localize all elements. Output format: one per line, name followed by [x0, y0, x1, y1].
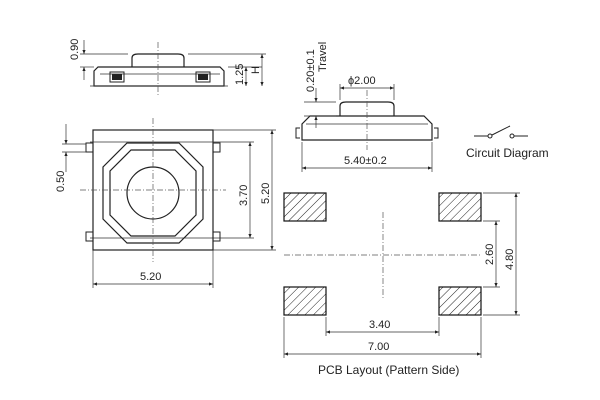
circuit-diagram: Circuit Diagram [466, 125, 549, 160]
pcb-pad [283, 192, 327, 222]
dim-body-height: 1.25 [234, 64, 246, 85]
dim-terminal: 0.50 [55, 171, 67, 192]
pcb-pad [438, 286, 482, 316]
dim-inner: 3.70 [238, 185, 250, 206]
dim-cap-height: 0.90 [69, 39, 81, 60]
dim-body-h: 5.20 [260, 183, 272, 204]
front-view: 0.20±0.1 Travel ϕ2.00 5.40±0.2 [295, 42, 439, 172]
dim-travel: 0.20±0.1 [305, 49, 317, 92]
pcb-label: PCB Layout (Pattern Side) [318, 363, 459, 377]
dim-body-w: 5.20 [140, 271, 161, 283]
pcb-layout: 2.60 4.80 3.40 7.00 PCB Layout (Pattern … [283, 192, 520, 377]
circuit-label: Circuit Diagram [466, 146, 549, 160]
dim-total-w: 7.00 [368, 341, 389, 353]
dim-pad-pitch-v: 2.60 [484, 244, 496, 265]
pcb-pad [283, 286, 327, 316]
dim-total-height: H [250, 66, 262, 74]
dim-width: 5.40±0.2 [344, 155, 387, 167]
pcb-pad [438, 192, 482, 222]
dim-total-h: 4.80 [504, 249, 516, 270]
top-view: 0.50 3.70 5.20 5.20 [55, 118, 276, 288]
side-view: 0.90 1.25 H [69, 39, 266, 96]
dim-actuator-dia: ϕ2.00 [348, 75, 376, 87]
dim-pad-gap: 3.40 [369, 319, 390, 331]
travel-label: Travel [317, 42, 329, 72]
